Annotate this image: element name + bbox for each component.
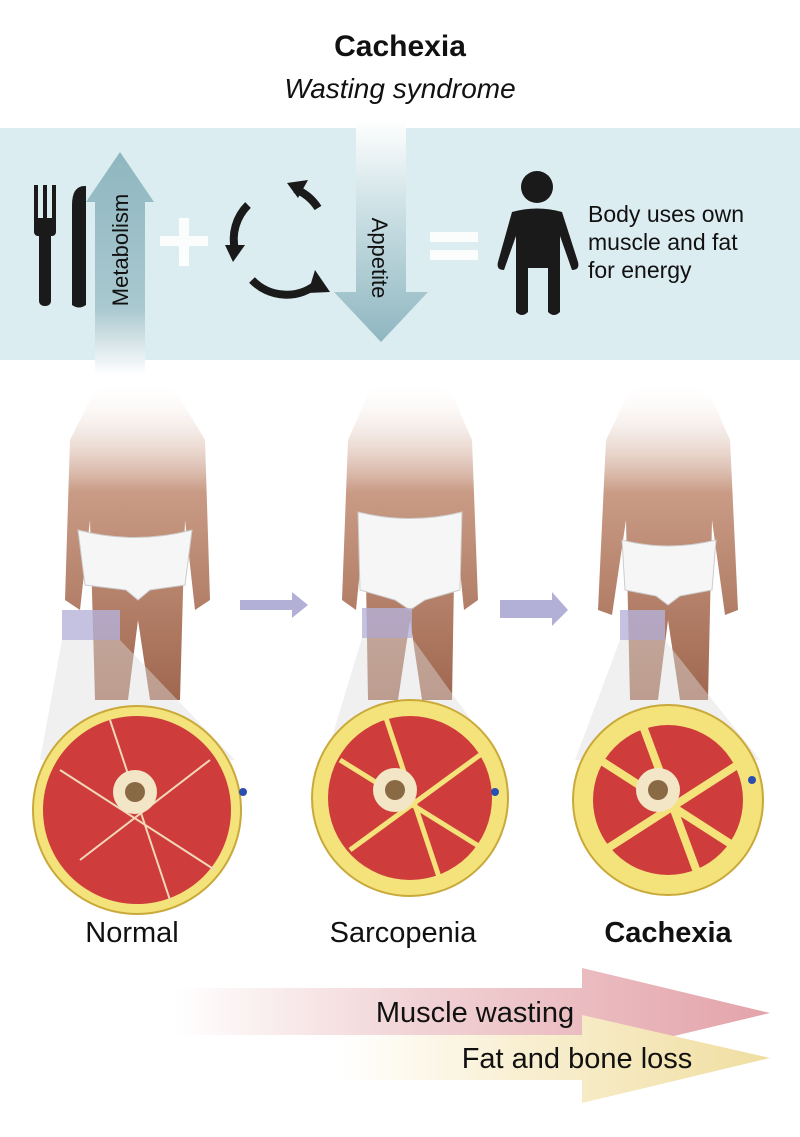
cross-section-sarcopenia [311, 608, 509, 897]
fat-bone-loss-label: Fat and bone loss [462, 1043, 693, 1075]
page-subtitle: Wasting syndrome [284, 73, 515, 104]
cycle-arrowheads [225, 180, 330, 293]
appetite-label: Appetite [367, 218, 392, 299]
appetite-down-arrow: Appetite [334, 120, 428, 342]
cross-section-cachexia [572, 610, 764, 896]
stage-label-cachexia: Cachexia [604, 917, 732, 949]
equals-icon [430, 232, 478, 260]
person-icon [497, 171, 579, 315]
plus-icon [160, 218, 208, 266]
stage-label-sarcopenia: Sarcopenia [330, 917, 478, 949]
metabolism-up-arrow: Metabolism [86, 152, 154, 375]
progression-arrow-1 [240, 592, 308, 618]
result-text: Body uses own muscle and fat for energy [588, 201, 750, 283]
metabolism-label: Metabolism [108, 194, 133, 306]
fork-knife-icon [34, 185, 86, 308]
stage-label-normal: Normal [85, 917, 178, 949]
cross-section-normal [32, 610, 247, 915]
muscle-wasting-label: Muscle wasting [376, 997, 574, 1029]
page-title: Cachexia [334, 30, 466, 63]
fat-bone-loss-arrow: Fat and bone loss [340, 1015, 770, 1103]
progression-arrow-2 [500, 592, 568, 626]
